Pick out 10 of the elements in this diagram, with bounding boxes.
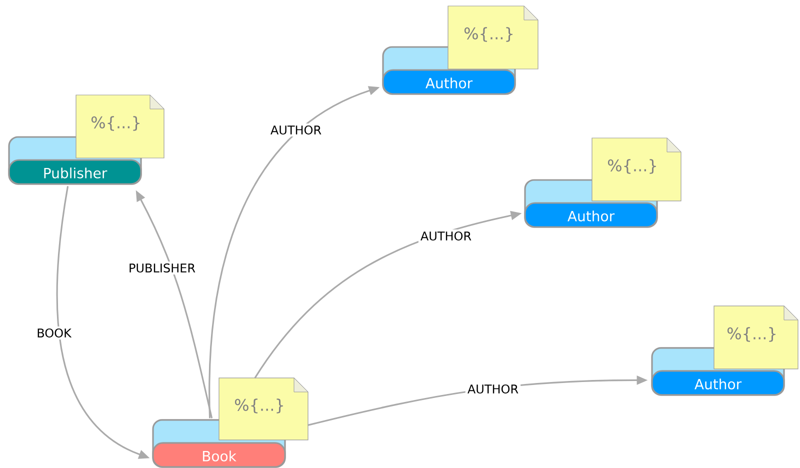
note: %{...} [218,378,308,440]
note: %{...} [592,138,682,202]
edge-label: AUTHOR [268,123,324,137]
edge-label: PUBLISHER [126,261,198,275]
edge-label: AUTHOR [418,229,474,243]
note: %{...} [448,6,538,70]
edge-label: BOOK [34,326,74,340]
note: %{...} [76,94,164,158]
edge-label: AUTHOR [465,382,521,396]
note: %{...} [714,306,798,370]
